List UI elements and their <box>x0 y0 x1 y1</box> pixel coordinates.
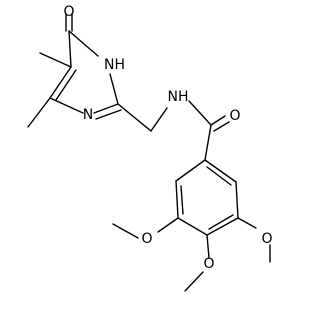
bond-ar6-ar1 <box>204 159 237 183</box>
bond-c2-ch2 <box>117 103 152 132</box>
atom-label-o-methoxy-left: O <box>141 231 152 247</box>
bond-ar3-ar4 <box>177 217 208 236</box>
bond-o-para-methyl <box>184 271 204 292</box>
bond-ar4-o-para <box>206 234 210 259</box>
atom-label-o-amide: O <box>229 108 240 124</box>
bond-amide-o-double-b <box>213 121 230 132</box>
bond-ar4-ar5 <box>206 217 239 236</box>
bond-aromatic-inner-b <box>208 214 234 230</box>
bond-aromatic-inner-c <box>206 166 232 186</box>
bond-c5-methyl <box>39 52 72 68</box>
atom-label-o-methoxy-para: O <box>203 256 214 272</box>
bond-c2-nh <box>109 73 119 105</box>
bond-ar5-ar6 <box>235 181 239 219</box>
bond-nh-carbonyl <box>188 100 212 126</box>
bond-c6-nh <box>68 30 99 57</box>
bond-ch2-nh <box>150 107 168 132</box>
bond-ar3-o-left <box>157 217 179 233</box>
molecule-drawing: O NH N NH O O O O <box>27 4 273 292</box>
bond-ar1-ar2 <box>175 159 206 182</box>
bond-c5-c4-double-b <box>55 69 77 101</box>
bond-c4-methyl <box>27 97 51 128</box>
bond-ar2-ar3 <box>175 180 179 219</box>
bond-n3-c2-double-a <box>93 103 119 114</box>
bond-ar5-o-right <box>237 217 257 229</box>
bond-amide-o-double-a <box>210 115 226 126</box>
chemical-structure-canvas: O NH N NH O O O O <box>27 4 273 292</box>
bond-n3-c2-double-b <box>95 109 122 120</box>
atom-label-n-ring: N <box>83 107 93 123</box>
atom-label-nh-amide: NH <box>168 89 189 105</box>
bond-aromatic-inner-a <box>180 185 184 215</box>
bond-o-left-methyl <box>112 223 139 239</box>
bond-c4-n3 <box>49 97 84 114</box>
bond-carbonyl-aryl <box>204 124 212 161</box>
atom-label-nh-ring: NH <box>104 57 125 73</box>
atom-label-o-methoxy-right: O <box>261 231 272 247</box>
bond-c6-c5 <box>68 30 72 68</box>
atom-label-o-carbonyl: O <box>63 4 74 20</box>
bond-c5-c4-double-a <box>49 66 72 99</box>
